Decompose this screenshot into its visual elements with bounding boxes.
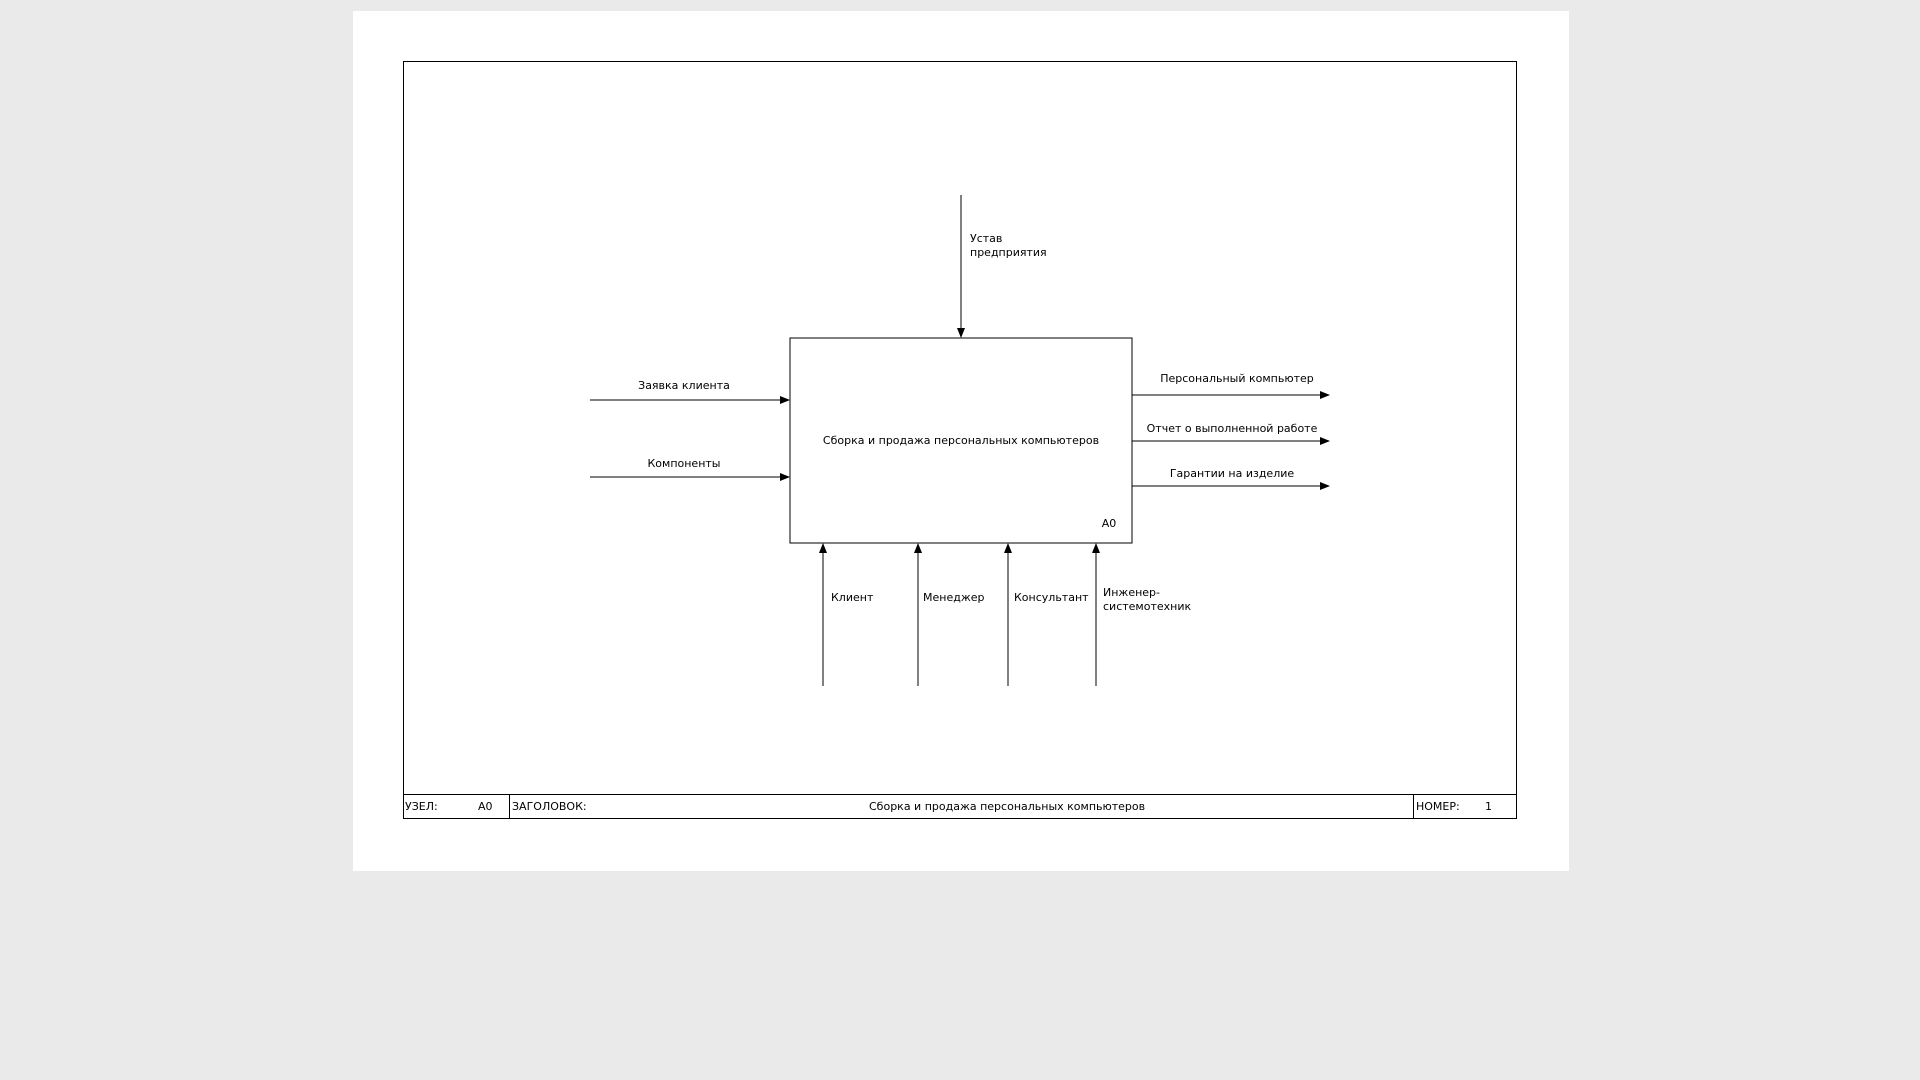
idef0-diagram: Сборка и продажа персональных компьютеро… — [590, 195, 1330, 686]
input-label-request: Заявка клиента — [638, 379, 730, 392]
title-value: Сборка и продажа персональных компьютеро… — [869, 800, 1146, 813]
output-label-report: Отчет о выполненной работе — [1147, 422, 1318, 435]
output-label-pc: Персональный компьютер — [1160, 372, 1314, 385]
mechanism-label-engineer-line1: Инженер- — [1103, 586, 1160, 599]
node-value: A0 — [478, 800, 493, 813]
diagram-frame — [403, 61, 1517, 819]
mechanism-label-consultant: Консультант — [1014, 591, 1089, 604]
title-label: ЗАГОЛОВОК: — [512, 800, 587, 813]
mechanism-label-engineer-line2: системотехник — [1103, 600, 1191, 613]
number-label: НОМЕР: — [1416, 800, 1460, 813]
title-block-divider — [509, 795, 510, 819]
activity-box[interactable] — [789, 337, 1133, 544]
title-block-divider — [1413, 795, 1414, 819]
mechanism-label-manager: Менеджер — [923, 591, 985, 604]
number-value: 1 — [1485, 800, 1492, 813]
input-label-components: Компоненты — [647, 457, 720, 470]
control-label-line1: Устав — [970, 232, 1002, 245]
mechanism-label-client: Клиент — [831, 591, 874, 604]
diagram-page: Сборка и продажа персональных компьютеро… — [353, 11, 1569, 871]
node-label: УЗЕЛ: — [405, 800, 438, 813]
activity-node-id: A0 — [1102, 517, 1117, 530]
activity-title: Сборка и продажа персональных компьютеро… — [823, 434, 1099, 447]
control-label-line2: предприятия — [970, 246, 1047, 259]
title-block: УЗЕЛ: A0 ЗАГОЛОВОК: Сборка и продажа пер… — [403, 794, 1517, 819]
output-label-warranty: Гарантии на изделие — [1170, 467, 1295, 480]
